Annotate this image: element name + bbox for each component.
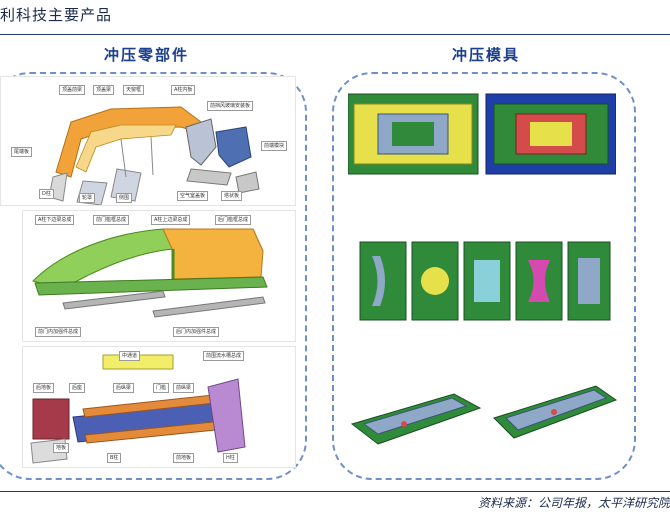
- label-a-pillar-upper-rail: A柱上边梁总成: [151, 215, 191, 225]
- stamping-parts-panel: [0, 72, 307, 480]
- label-front-rail: 前纵梁: [173, 383, 195, 393]
- label-front-gutter: 前围流水槽总成: [203, 351, 245, 361]
- die-photo-bottom: [344, 368, 620, 452]
- label-front-door-reinforcement: 前门内加强件总成: [35, 327, 82, 337]
- label-floor: 地板: [53, 443, 70, 453]
- die-bottom-illustration: [350, 385, 618, 445]
- label-rear-rail: 后纵梁: [113, 383, 135, 393]
- label-a-pillar-inner: A柱内板: [171, 85, 196, 95]
- side-frame-figure: A柱下边梁总成 前门槛框总成 A柱上边梁总成 后门槛框总成 前门内加强件总成 后…: [22, 210, 296, 342]
- label-tail-panel: 尾端板: [11, 147, 33, 157]
- die-photo-middle: [358, 236, 612, 326]
- label-rear-door-frame: 后门槛框总成: [215, 215, 252, 225]
- label-d-pillar: D柱: [39, 189, 54, 199]
- label-rear-door-reinforcement: 后门内加强件总成: [173, 327, 220, 337]
- stamping-dies-title: 冲压模具: [452, 46, 521, 64]
- floor-assembly-figure: 中通道 前围流水槽总成 后地板 后座 后纵梁 门槛 前纵梁 地板 前地板 B柱 …: [22, 346, 296, 468]
- body-parts-figure: 顶盖前梁 顶盖梁 天窗框 A柱内板 前挡风玻璃安装板 尾端板 前端模块 空气室盖…: [0, 76, 296, 206]
- label-tower-panel: 塔状板: [221, 191, 243, 201]
- footer-divider: [0, 491, 670, 492]
- label-front-door-frame: 前门槛框总成: [93, 215, 130, 225]
- body-parts-illustration: [48, 106, 260, 205]
- floor-assembly-illustration: [30, 354, 246, 464]
- die-top-illustration: [348, 93, 616, 175]
- label-center-tunnel: 中通道: [119, 351, 141, 361]
- label-b-pillar: B柱: [107, 453, 122, 463]
- label-rear-seat: 后座: [69, 383, 86, 393]
- header-divider: [0, 34, 670, 35]
- stamping-parts-title: 冲压零部件: [104, 46, 190, 64]
- die-photo-top: [348, 86, 616, 180]
- label-roof-front-beam: 顶盖前梁: [59, 85, 86, 95]
- report-title: 利科技主要产品: [0, 6, 113, 24]
- label-front-module: 前端模块: [261, 141, 288, 151]
- label-sill: 门槛: [153, 383, 170, 393]
- label-h-pillar: H柱: [223, 453, 238, 463]
- side-frame-illustration: [32, 228, 268, 318]
- label-front-floor: 前地板: [173, 453, 195, 463]
- label-side-panel: 侧围: [116, 193, 133, 203]
- source-note: 资料来源：公司年报，太平洋研究院: [477, 496, 670, 510]
- label-wheelhouse: 轮罩: [79, 193, 96, 203]
- die-middle-illustration: [359, 241, 611, 321]
- label-a-pillar-lower-rail: A柱下边梁总成: [35, 215, 75, 225]
- label-cowl-panel: 空气室盖板: [177, 191, 209, 201]
- label-windshield-panel: 前挡风玻璃安装板: [207, 101, 254, 111]
- stamping-dies-panel: [332, 72, 636, 480]
- label-roof-beam: 顶盖梁: [93, 85, 115, 95]
- label-rear-floor: 后地板: [33, 383, 55, 393]
- label-sunroof-frame: 天窗框: [123, 85, 145, 95]
